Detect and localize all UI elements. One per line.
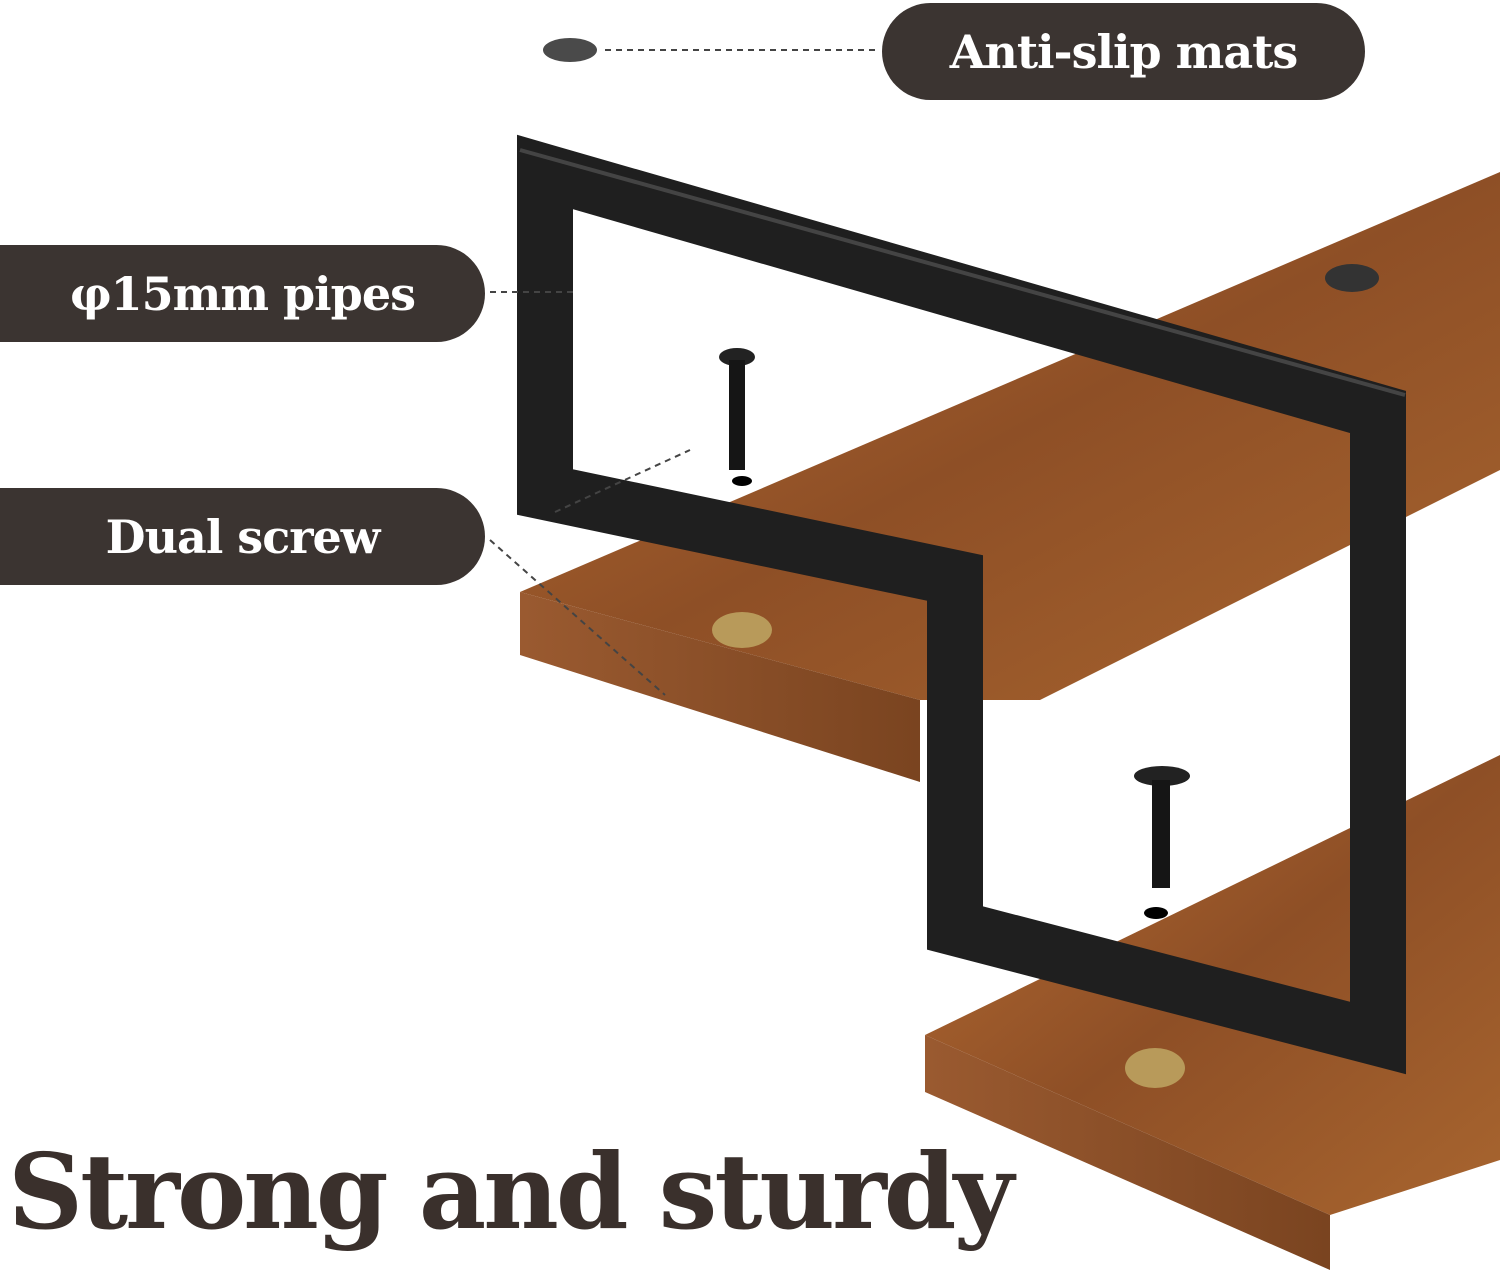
screw-icon bbox=[1134, 766, 1190, 888]
screw-icon bbox=[719, 348, 755, 470]
brass-insert bbox=[1125, 1048, 1185, 1088]
anti-slip-mat-icon bbox=[543, 38, 597, 62]
leader-lines bbox=[489, 49, 880, 696]
brass-insert bbox=[712, 612, 772, 648]
callout-anti-slip-mats: Anti-slip mats bbox=[882, 3, 1365, 100]
callout-dual-screw: Dual screw bbox=[0, 488, 485, 585]
callout-label: Anti-slip mats bbox=[949, 24, 1299, 79]
headline: Strong and sturdy bbox=[8, 1130, 1014, 1253]
anti-slip-mat-icon bbox=[1325, 264, 1379, 292]
metal-bracket bbox=[517, 134, 1406, 1075]
callout-label: Dual screw bbox=[105, 509, 381, 564]
upper-shelf bbox=[520, 172, 1500, 782]
callout-label: φ15mm pipes bbox=[70, 266, 416, 321]
callout-pipes: φ15mm pipes bbox=[0, 245, 485, 342]
